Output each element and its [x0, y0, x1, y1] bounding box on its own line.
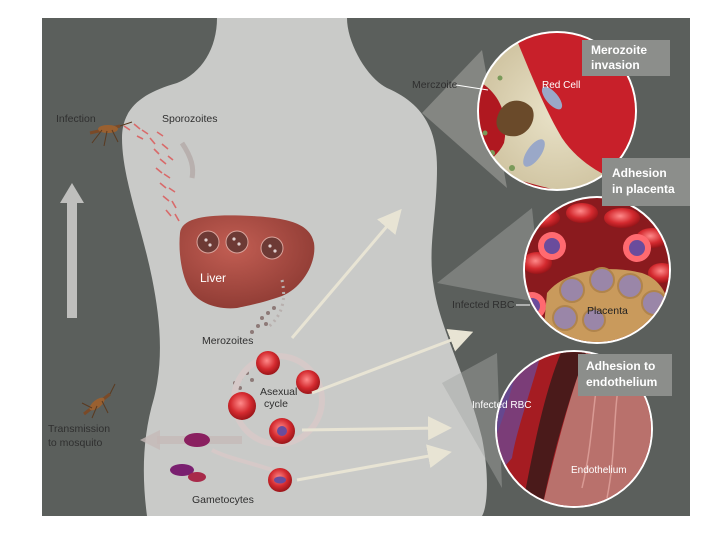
mosquito-top-icon [89, 121, 133, 147]
gametocyte-1 [184, 433, 210, 447]
rbc-infected-parasite [277, 426, 287, 436]
label-infected-rbc-placenta: Infected RBC [452, 299, 515, 311]
arrow-to-invasion [290, 208, 402, 339]
malaria-life-cycle-diagram: Merozoite invasion Merczoite Red Cell Ad… [42, 18, 690, 516]
beam-2 [437, 208, 542, 303]
tag-adhesion-placenta [602, 158, 690, 206]
rbc-1 [256, 351, 280, 375]
label-merozoites: Merozoites [202, 335, 253, 347]
label-red-cell: Red Cell [542, 80, 580, 91]
label-transmission-1: Transmission [48, 423, 110, 435]
tag-merozoite-invasion [582, 40, 670, 76]
label-liver: Liver [200, 271, 226, 285]
arrow-to-endothelium-1 [301, 416, 452, 441]
cycle-arrow-left-head [60, 183, 84, 203]
liver-schizont-3 [260, 236, 284, 260]
mosquito-bottom-icon [81, 383, 116, 419]
tag-adhesion-placenta-line1: Adhesion [612, 166, 667, 180]
gametocyte-arrow [211, 448, 273, 472]
label-gametocytes: Gametocytes [192, 494, 254, 506]
gametocyte-3 [188, 472, 206, 482]
arrow-to-endothelium-2 [296, 444, 452, 482]
tag-adhesion-endothelium-line2: endothelium [586, 375, 657, 389]
tag-adhesion-endothelium [578, 354, 672, 396]
cycle-arrow-bottom-head [140, 430, 160, 450]
tag-adhesion-placenta-line2: in placenta [612, 182, 675, 196]
sporozoites-arrow [179, 141, 196, 179]
label-asexual-cycle-2: cycle [264, 398, 288, 410]
rbc-bursting [228, 392, 256, 420]
label-infected-rbc-endothelium: Infected RBC [472, 400, 531, 411]
rbc-2 [296, 370, 320, 394]
label-sporozoites: Sporozoites [162, 113, 217, 125]
beam-3 [442, 353, 502, 488]
inset-adhesion-placenta [523, 196, 671, 344]
arrow-to-placenta [311, 329, 474, 395]
sporozoites-streak [123, 123, 180, 222]
diagram-canvas: Merozoite invasion Merczoite Red Cell Ad… [48, 18, 690, 516]
tag-merozoite-invasion-line2: invasion [591, 58, 640, 72]
label-asexual-cycle-1: Asexual [260, 386, 297, 398]
label-endothelium: Endothelium [571, 465, 627, 476]
liver-schizont-1 [196, 230, 220, 254]
tag-merozoite-invasion-line1: Merozoite [591, 43, 647, 57]
label-infection: Infection [56, 113, 96, 125]
label-placenta: Placenta [587, 305, 628, 317]
merozoite-path [266, 279, 286, 330]
label-transmission-2: to mosquito [48, 437, 102, 449]
tag-adhesion-endothelium-line1: Adhesion to [586, 359, 655, 373]
liver-schizont-2 [225, 230, 249, 254]
label-merozoite: Merczoite [412, 79, 458, 91]
gametocyte-2 [170, 464, 194, 476]
